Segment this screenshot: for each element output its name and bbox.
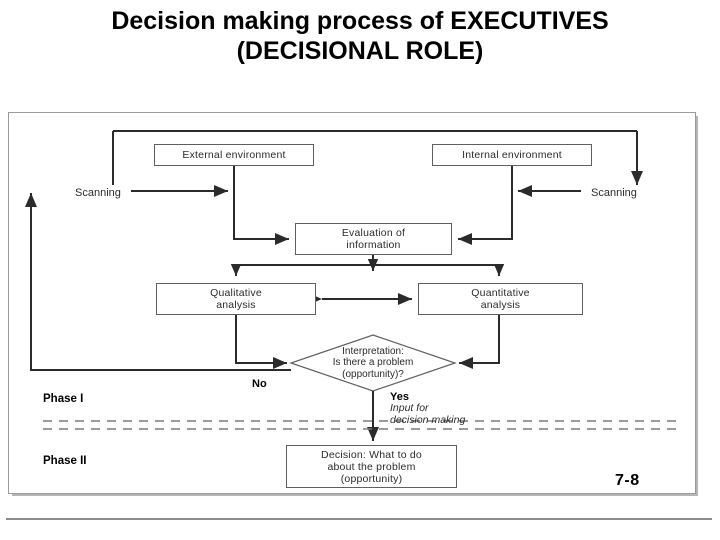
flowchart-connectors bbox=[25, 130, 681, 441]
label-input-for-decision-making: Input for decision making bbox=[390, 402, 466, 426]
internal-to-evaluation bbox=[458, 166, 513, 245]
interpretation-diamond bbox=[289, 334, 457, 392]
node-quantitative-line-1: Quantitative bbox=[471, 287, 530, 299]
node-decision-line-3: (opportunity) bbox=[340, 472, 403, 485]
page-title-line-1: Decision making process of EXECUTIVES bbox=[111, 7, 609, 35]
page-title-line-2: (DECISIONAL ROLE) bbox=[236, 37, 484, 65]
decision-process-flowchart: External environment Internal environmen… bbox=[9, 113, 697, 495]
label-phase-two: Phase II bbox=[43, 455, 87, 467]
node-internal-environment[interactable]: Internal environment bbox=[432, 144, 592, 166]
qualitative-to-interpretation bbox=[235, 315, 287, 369]
label-scanning-right: Scanning bbox=[591, 187, 637, 199]
node-external-environment-label: External environment bbox=[182, 149, 286, 161]
quantitative-to-interpretation bbox=[459, 315, 500, 369]
label-phase-one: Phase I bbox=[43, 393, 84, 405]
node-quantitative-line-2: analysis bbox=[480, 299, 521, 311]
label-scanning-left: Scanning bbox=[75, 187, 121, 199]
node-qualitative-line-2: analysis bbox=[216, 299, 256, 311]
label-input-line-1: Input for bbox=[390, 402, 429, 414]
node-qualitative-line-1: Qualitative bbox=[210, 287, 262, 299]
page-title: Decision making process of EXECUTIVES (D… bbox=[0, 6, 720, 66]
node-quantitative-analysis[interactable]: Quantitative analysis bbox=[418, 283, 583, 315]
node-internal-environment-label: Internal environment bbox=[462, 149, 562, 161]
footer-rule bbox=[6, 518, 712, 520]
label-input-line-2: decision making bbox=[390, 413, 466, 426]
label-branch-yes: Yes bbox=[390, 391, 409, 403]
node-decision-line-2: about the problem bbox=[327, 460, 416, 473]
node-decision-what-to-do[interactable]: Decision: What to do about the problem (… bbox=[286, 445, 457, 488]
label-branch-no: No bbox=[252, 378, 267, 390]
node-qualitative-analysis[interactable]: Qualitative analysis bbox=[156, 283, 316, 315]
slide-page-number: 7-8 bbox=[615, 472, 640, 489]
slide-content-frame: External environment Internal environmen… bbox=[8, 112, 696, 494]
external-to-evaluation bbox=[233, 166, 289, 245]
node-evaluation-line-2: information bbox=[346, 239, 401, 251]
node-external-environment[interactable]: External environment bbox=[154, 144, 314, 166]
node-evaluation-of-information[interactable]: Evaluation of information bbox=[295, 223, 452, 255]
no-feedback-loop bbox=[25, 193, 291, 371]
node-evaluation-line-1: Evaluation of bbox=[341, 227, 406, 239]
node-decision-line-1: Decision: What to do bbox=[321, 448, 422, 461]
